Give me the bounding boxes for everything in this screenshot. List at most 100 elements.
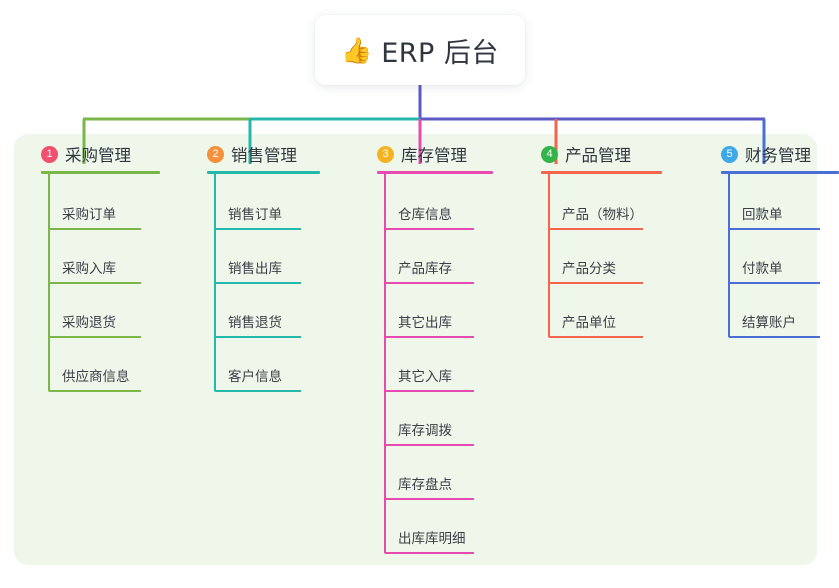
column-title-3: 库存管理 bbox=[401, 146, 467, 165]
list-item-rule bbox=[214, 390, 301, 392]
list-item-label: 产品（物料） bbox=[562, 207, 643, 223]
list-item-rule bbox=[214, 282, 301, 284]
list-item-rule bbox=[214, 228, 301, 230]
list-item-rule bbox=[48, 390, 141, 392]
column-rule-5 bbox=[721, 171, 839, 174]
list-item[interactable]: 产品分类 bbox=[514, 230, 694, 284]
columns-container: 1 采购管理采购订单采购入库采购退货供应商信息 2 销售管理销售订单销售出库销售退货客… bbox=[14, 134, 839, 565]
list-item[interactable]: 其它出库 bbox=[350, 284, 514, 338]
list-item-label: 库存盘点 bbox=[398, 477, 452, 493]
column-header-5[interactable]: 5 财务管理 bbox=[694, 134, 839, 174]
column-title-4: 产品管理 bbox=[565, 146, 631, 165]
list-item-label: 仓库信息 bbox=[398, 207, 452, 223]
list-item[interactable]: 产品单位 bbox=[514, 284, 694, 338]
column-title-2: 销售管理 bbox=[231, 146, 297, 165]
list-item-rule bbox=[384, 390, 474, 392]
list-item[interactable]: 库存盘点 bbox=[350, 446, 514, 500]
column-1: 1 采购管理采购订单采购入库采购退货供应商信息 bbox=[14, 134, 180, 392]
list-item[interactable]: 库存调拨 bbox=[350, 392, 514, 446]
list-item[interactable]: 产品（物料） bbox=[514, 176, 694, 230]
column-5: 5 财务管理回款单付款单结算账户 bbox=[694, 134, 839, 338]
list-item[interactable]: 其它入库 bbox=[350, 338, 514, 392]
list-item-label: 其它入库 bbox=[398, 369, 452, 385]
list-item-label: 销售退货 bbox=[228, 315, 282, 331]
list-item-label: 产品库存 bbox=[398, 261, 452, 277]
list-item-rule bbox=[214, 336, 301, 338]
list-item[interactable]: 仓库信息 bbox=[350, 176, 514, 230]
list-item-label: 客户信息 bbox=[228, 369, 282, 385]
list-item[interactable]: 出库库明细 bbox=[350, 500, 514, 554]
root-node-title: ERP 后台 bbox=[381, 37, 499, 69]
list-item-label: 其它出库 bbox=[398, 315, 452, 331]
list-item-rule bbox=[48, 228, 141, 230]
list-item-label: 采购订单 bbox=[62, 207, 116, 223]
list-item-rule bbox=[728, 336, 820, 338]
list-item-rule bbox=[384, 336, 474, 338]
column-3: 3 库存管理仓库信息产品库存其它出库其它入库库存调拨库存盘点出库库明细 bbox=[350, 134, 514, 554]
column-badge-5: 5 bbox=[721, 145, 738, 163]
thumbs-up-icon: 👍 bbox=[341, 35, 373, 65]
column-spine-3 bbox=[384, 174, 386, 552]
list-item[interactable]: 供应商信息 bbox=[14, 338, 180, 392]
list-item[interactable]: 付款单 bbox=[694, 230, 820, 284]
column-items-1: 采购订单采购入库采购退货供应商信息 bbox=[14, 174, 180, 392]
list-item-rule bbox=[384, 498, 474, 500]
column-items-2: 销售订单销售出库销售退货客户信息 bbox=[180, 174, 350, 392]
list-item[interactable]: 销售出库 bbox=[180, 230, 350, 284]
column-rule-1 bbox=[41, 171, 160, 174]
list-item-label: 结算账户 bbox=[742, 315, 796, 331]
column-items-4: 产品（物料） 产品分类产品单位 bbox=[514, 174, 694, 338]
list-item[interactable]: 产品库存 bbox=[350, 230, 514, 284]
column-header-3[interactable]: 3 库存管理 bbox=[350, 134, 514, 174]
column-title-5: 财务管理 bbox=[745, 146, 811, 165]
column-spine-5 bbox=[728, 174, 730, 336]
list-item-rule bbox=[548, 228, 643, 230]
list-item-rule bbox=[728, 228, 820, 230]
column-header-1[interactable]: 1 采购管理 bbox=[14, 134, 180, 174]
list-item-label: 付款单 bbox=[742, 261, 783, 277]
list-item-rule bbox=[548, 336, 643, 338]
list-item-rule bbox=[384, 282, 474, 284]
column-badge-1: 1 bbox=[41, 145, 58, 163]
column-badge-2: 2 bbox=[207, 145, 224, 163]
column-rule-4 bbox=[541, 171, 662, 174]
list-item-label: 采购入库 bbox=[62, 261, 116, 277]
root-node-card[interactable]: 👍 ERP 后台 bbox=[315, 15, 525, 85]
column-rule-2 bbox=[207, 171, 320, 174]
list-item-label: 库存调拨 bbox=[398, 423, 452, 439]
diagram-panel-background bbox=[14, 134, 817, 565]
list-item[interactable]: 结算账户 bbox=[694, 284, 820, 338]
list-item[interactable]: 回款单 bbox=[694, 176, 820, 230]
list-item-label: 采购退货 bbox=[62, 315, 116, 331]
column-header-2[interactable]: 2 销售管理 bbox=[180, 134, 350, 174]
list-item[interactable]: 采购入库 bbox=[14, 230, 180, 284]
list-item-rule bbox=[728, 282, 820, 284]
list-item-label: 产品单位 bbox=[562, 315, 616, 331]
list-item-label: 出库库明细 bbox=[398, 531, 466, 547]
list-item-rule bbox=[384, 228, 474, 230]
root-node-content: 👍 ERP 后台 bbox=[341, 31, 499, 70]
column-header-4[interactable]: 4 产品管理 bbox=[514, 134, 694, 174]
list-item-label: 供应商信息 bbox=[62, 369, 130, 385]
list-item[interactable]: 客户信息 bbox=[180, 338, 350, 392]
column-rule-3 bbox=[377, 171, 493, 174]
column-spine-4 bbox=[548, 174, 550, 336]
list-item[interactable]: 采购退货 bbox=[14, 284, 180, 338]
list-item-rule bbox=[384, 552, 474, 554]
list-item-label: 销售订单 bbox=[228, 207, 282, 223]
column-4: 4 产品管理产品（物料） 产品分类产品单位 bbox=[514, 134, 694, 338]
column-items-3: 仓库信息产品库存其它出库其它入库库存调拨库存盘点出库库明细 bbox=[350, 174, 514, 554]
column-title-1: 采购管理 bbox=[65, 146, 131, 165]
list-item-label: 回款单 bbox=[742, 207, 783, 223]
column-items-5: 回款单付款单结算账户 bbox=[694, 174, 820, 338]
list-item[interactable]: 销售订单 bbox=[180, 176, 350, 230]
list-item-rule bbox=[48, 336, 141, 338]
list-item-rule bbox=[48, 282, 141, 284]
list-item[interactable]: 采购订单 bbox=[14, 176, 180, 230]
column-badge-4: 4 bbox=[541, 145, 558, 163]
column-2: 2 销售管理销售订单销售出库销售退货客户信息 bbox=[180, 134, 350, 392]
list-item[interactable]: 销售退货 bbox=[180, 284, 350, 338]
column-badge-3: 3 bbox=[377, 145, 394, 163]
list-item-rule bbox=[548, 282, 643, 284]
list-item-label: 销售出库 bbox=[228, 261, 282, 277]
